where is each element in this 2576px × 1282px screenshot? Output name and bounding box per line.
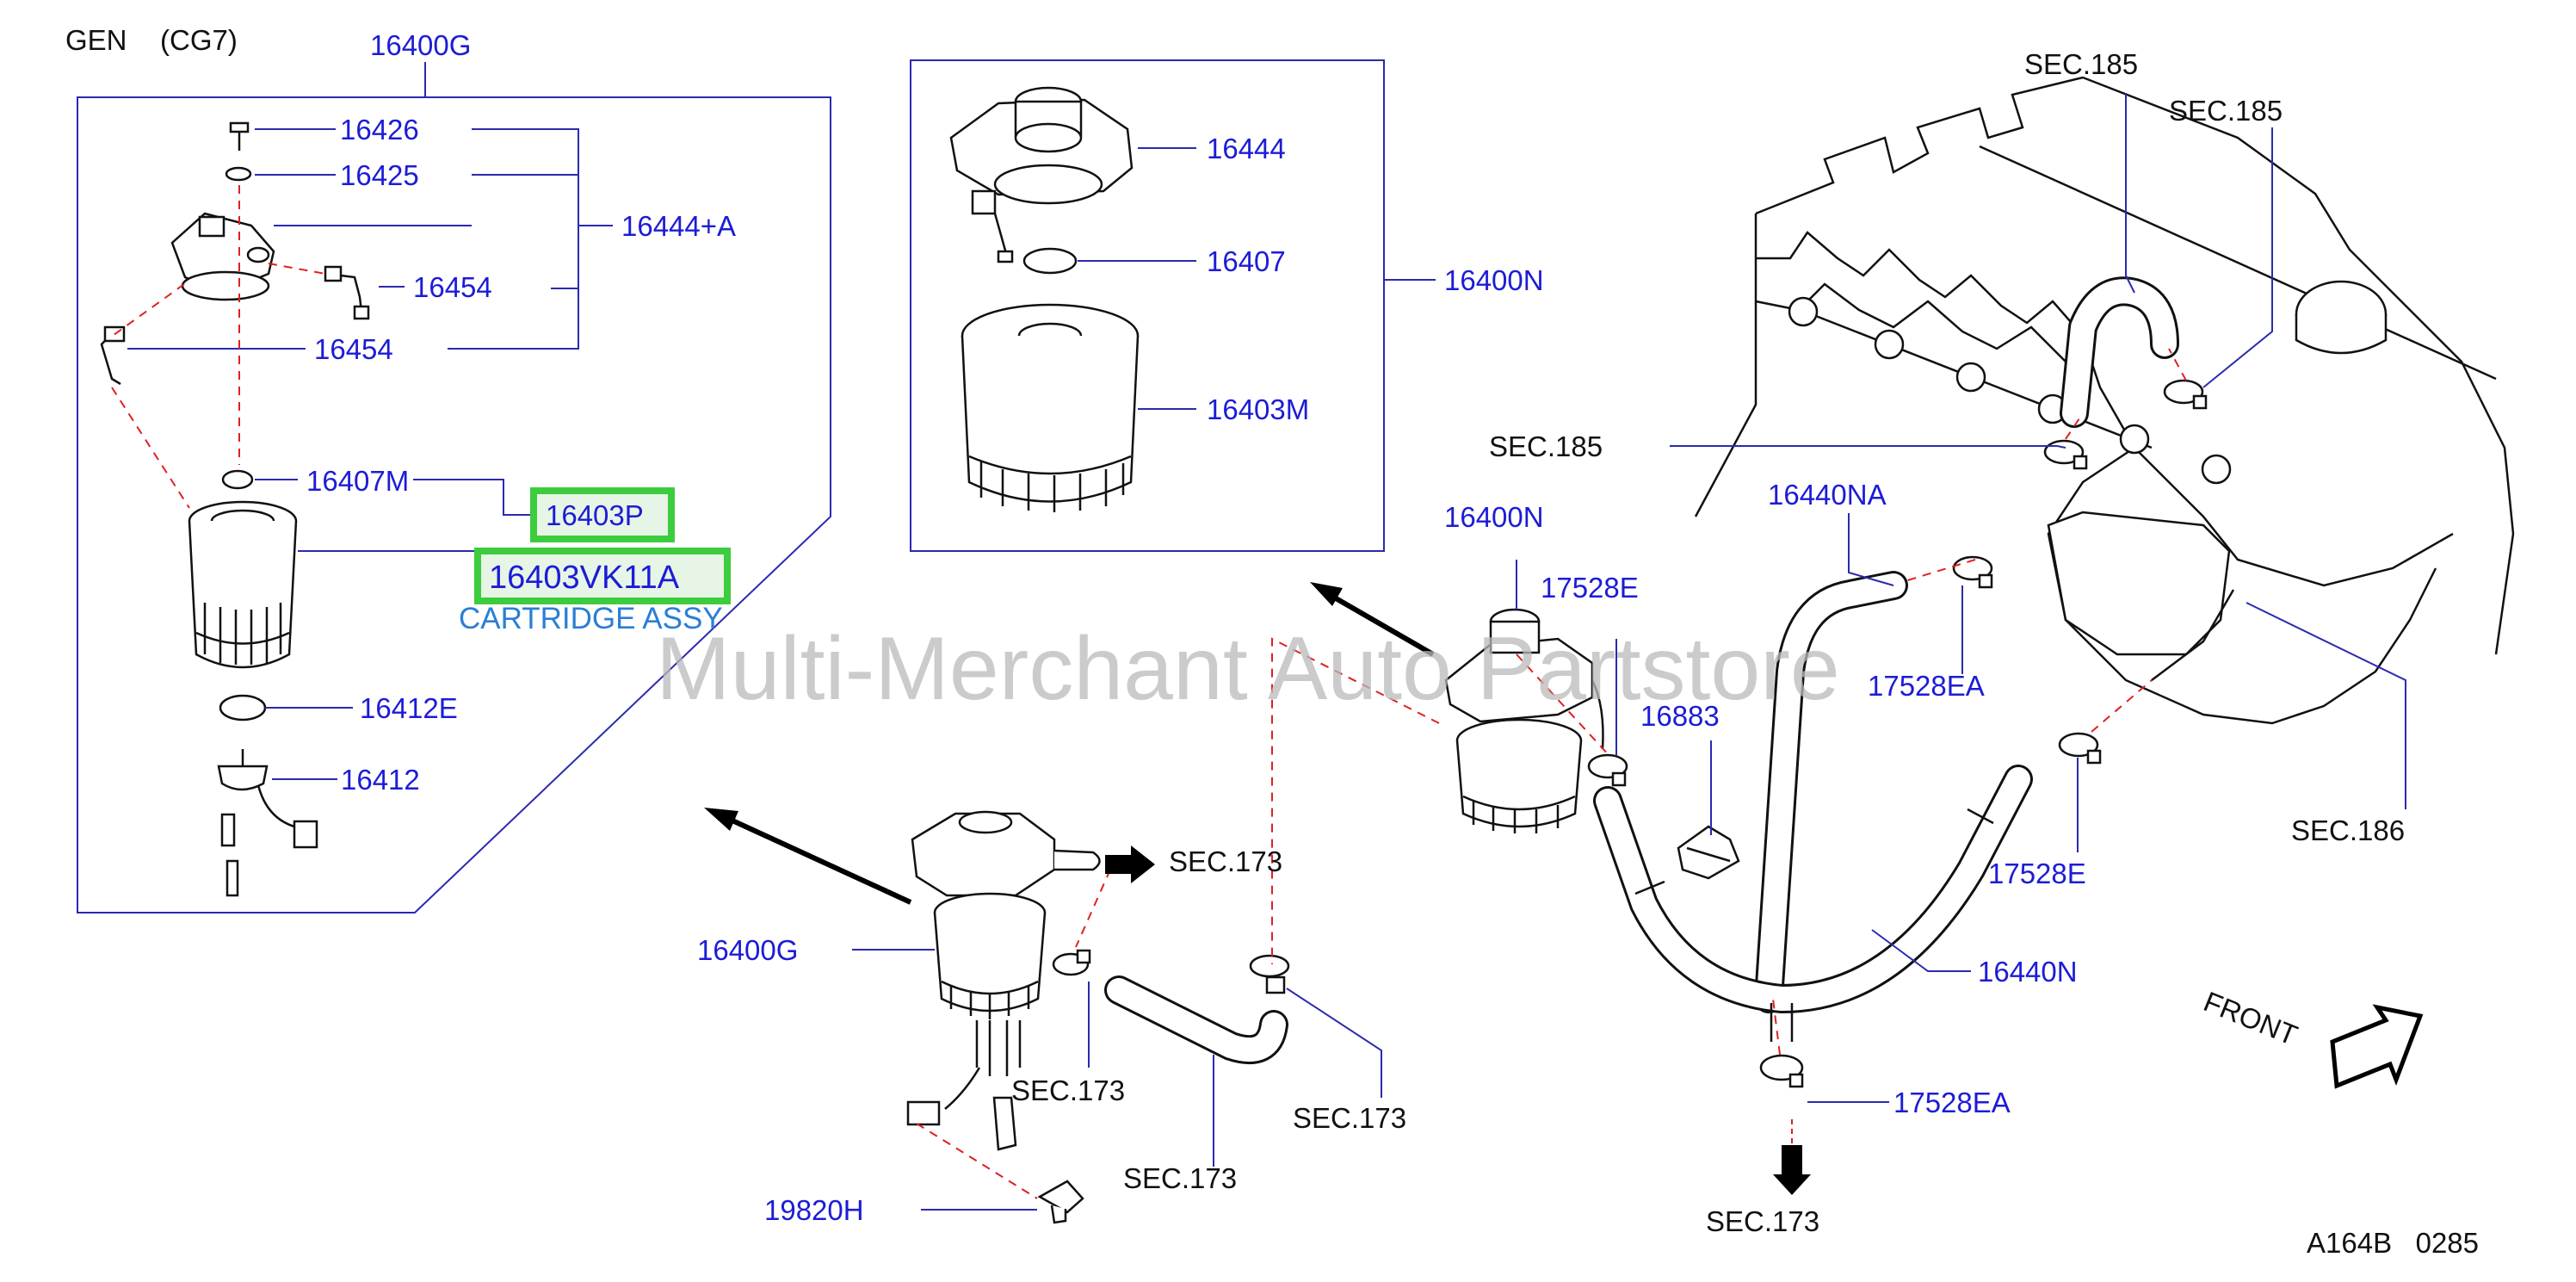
pipe-bottom bbox=[1770, 1003, 1794, 1042]
clamp-sec173-filter[interactable] bbox=[1052, 949, 1091, 976]
bracket-16444A bbox=[448, 128, 579, 350]
gasket-16412E[interactable] bbox=[219, 694, 267, 722]
detail-panel-16400G bbox=[77, 62, 831, 914]
label-16426[interactable]: 16426 bbox=[340, 114, 419, 146]
leaders-right bbox=[1088, 93, 2406, 1167]
arrow-sec173-down bbox=[1773, 1119, 1811, 1195]
clamp-engine-2[interactable] bbox=[2043, 439, 2088, 470]
label-16403M[interactable]: 16403M bbox=[1207, 393, 1309, 425]
dash-fitting bbox=[268, 263, 326, 275]
label-16425[interactable]: 16425 bbox=[340, 159, 419, 191]
oring-16407M[interactable] bbox=[221, 469, 254, 490]
header-code: (CG7) bbox=[160, 24, 238, 56]
clamp-engine-1[interactable] bbox=[2163, 379, 2208, 410]
filter-head-16444[interactable] bbox=[949, 86, 1134, 263]
dash-hose-left bbox=[109, 283, 185, 338]
label-16883[interactable]: 16883 bbox=[1640, 700, 1720, 732]
label-sec185-b[interactable]: SEC.185 bbox=[2169, 95, 2283, 127]
arrow-to-16400N bbox=[1310, 582, 1435, 657]
leader-16407M-bracket bbox=[413, 479, 532, 516]
dash-hose-down bbox=[111, 387, 190, 509]
label-16403VK11A[interactable]: 16403VK11A bbox=[489, 560, 680, 596]
highlight-16403P[interactable] bbox=[530, 487, 675, 542]
label-sec173-right[interactable]: SEC.173 bbox=[1293, 1102, 1406, 1134]
bracket-19820H[interactable] bbox=[1037, 1180, 1084, 1224]
label-sec185-c[interactable]: SEC.185 bbox=[1489, 430, 1603, 462]
filter-16403M[interactable] bbox=[961, 303, 1140, 512]
label-sec185-a[interactable]: SEC.185 bbox=[2024, 48, 2138, 80]
screw-16426[interactable] bbox=[229, 121, 250, 151]
label-16444[interactable]: 16444 bbox=[1207, 133, 1286, 164]
clip-16883[interactable] bbox=[1677, 825, 1740, 880]
label-17528E-top[interactable]: 17528E bbox=[1541, 572, 1639, 604]
label-16400G-top[interactable]: 16400G bbox=[370, 29, 471, 61]
label-16440NA[interactable]: 16440NA bbox=[1768, 479, 1887, 511]
line-sec186 bbox=[2151, 589, 2235, 681]
clamp-sec173[interactable] bbox=[1249, 954, 1290, 994]
label-19820H[interactable]: 19820H bbox=[764, 1194, 864, 1226]
label-17528EA-mid[interactable]: 17528EA bbox=[1868, 670, 1985, 702]
dashed-routes bbox=[916, 348, 2187, 1199]
filter-head-16444A[interactable] bbox=[170, 212, 275, 301]
arrow-to-16400G bbox=[704, 808, 912, 905]
footer-code: A164B 0285 bbox=[2307, 1227, 2479, 1259]
label-16454-short[interactable]: 16454 bbox=[413, 271, 492, 303]
label-17528E-right[interactable]: 17528E bbox=[1988, 858, 2086, 889]
label-16444A[interactable]: 16444+A bbox=[621, 210, 736, 242]
detail-panel-16400N bbox=[910, 59, 1436, 552]
label-16407M[interactable]: 16407M bbox=[306, 465, 409, 497]
filter-assembly-16400G[interactable] bbox=[906, 810, 1101, 1151]
label-16400N[interactable]: 16400N bbox=[1444, 501, 1544, 533]
watermark-text: Multi-Merchant Auto Partstore bbox=[656, 619, 1840, 719]
label-16454-long[interactable]: 16454 bbox=[314, 333, 393, 365]
panel-16400G-outline bbox=[77, 96, 831, 914]
label-16440N[interactable]: 16440N bbox=[1978, 956, 2078, 988]
clamp-17528E-top[interactable] bbox=[1587, 753, 1628, 787]
label-17528EA-bottom[interactable]: 17528EA bbox=[1893, 1087, 2011, 1118]
sensor-16412[interactable] bbox=[217, 749, 318, 897]
fitting-16454-long[interactable] bbox=[100, 325, 126, 386]
highlight-16403VK11A[interactable] bbox=[474, 548, 731, 604]
label-16400G-bottom[interactable]: 16400G bbox=[697, 934, 798, 966]
label-sec173-arrow[interactable]: SEC.173 bbox=[1169, 845, 1282, 877]
label-sec186[interactable]: SEC.186 bbox=[2291, 814, 2405, 846]
front-arrow-icon bbox=[2330, 1004, 2424, 1089]
front-label: FRONT bbox=[2199, 985, 2301, 1051]
arrow-sec173-right bbox=[1105, 845, 1155, 883]
clamp-17528EA-bottom[interactable] bbox=[1759, 1054, 1804, 1088]
label-16407[interactable]: 16407 bbox=[1207, 245, 1286, 277]
label-16412[interactable]: 16412 bbox=[341, 764, 420, 796]
label-sec173-bottom[interactable]: SEC.173 bbox=[1706, 1205, 1819, 1237]
clamp-17528EA-mid[interactable] bbox=[1952, 555, 1993, 589]
cartridge-16403P[interactable] bbox=[188, 500, 298, 669]
fitting-16454-short[interactable] bbox=[324, 265, 370, 320]
panel-16400N-outline bbox=[910, 59, 1385, 552]
label-16412E[interactable]: 16412E bbox=[360, 692, 458, 724]
caption-cartridge-assy: CARTRIDGE ASSY bbox=[459, 602, 723, 635]
washer-16425[interactable] bbox=[225, 166, 252, 182]
header-model: GEN bbox=[65, 24, 127, 56]
engine-block[interactable] bbox=[1694, 76, 2515, 725]
label-sec173-hose[interactable]: SEC.173 bbox=[1123, 1162, 1237, 1194]
label-16400N-box[interactable]: 16400N bbox=[1444, 264, 1544, 296]
ring-16407[interactable] bbox=[1022, 247, 1078, 275]
clamp-17528E-right[interactable] bbox=[2058, 732, 2102, 765]
filter-assembly-16400N[interactable] bbox=[1444, 608, 1604, 833]
injectors bbox=[1788, 296, 2232, 485]
label-16403P[interactable]: 16403P bbox=[546, 499, 644, 531]
label-sec173-clamp[interactable]: SEC.173 bbox=[1011, 1075, 1125, 1106]
